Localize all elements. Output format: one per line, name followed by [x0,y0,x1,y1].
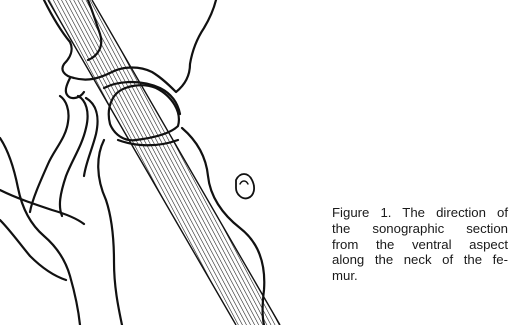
figure-caption: Figure 1. The direction of the sonograph… [332,205,508,284]
caption-line: the sonographic section [332,221,508,237]
caption-line: from the ventral aspect [332,237,508,253]
thigh-inner [0,190,84,224]
trochanter [236,174,254,198]
femur-outline [98,140,122,325]
hip-sonography-drawing [0,0,300,325]
ilium-notch [66,78,84,98]
left-bone-1 [30,96,69,212]
sonographic-beam [48,0,280,325]
caption-line: mur. [332,268,508,284]
thigh-outline [0,138,80,325]
caption-line: Figure 1. The direction of [332,205,508,221]
caption-line: along the neck of the fe- [332,252,508,268]
left-bone-2 [60,96,88,216]
